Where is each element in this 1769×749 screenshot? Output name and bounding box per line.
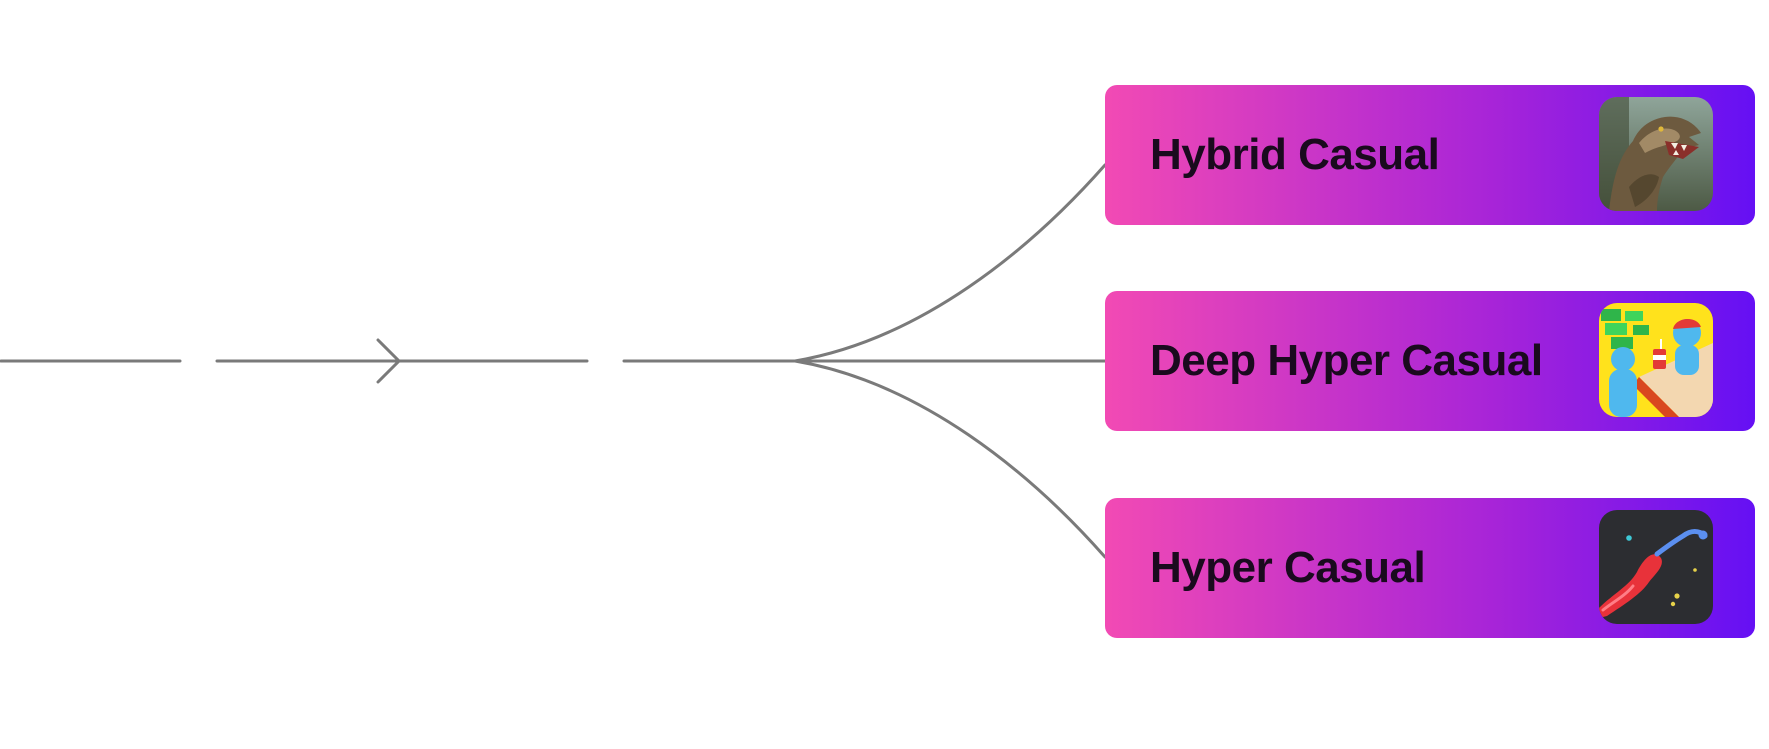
category-card-deep-hyper-casual: Deep Hyper Casual xyxy=(1105,291,1755,431)
flow-arrow-icon xyxy=(376,338,402,384)
category-label: Hyper Casual xyxy=(1150,543,1426,592)
branch-line-hybrid xyxy=(793,163,1107,363)
branch-line-hyper xyxy=(793,359,1107,559)
category-card-hyper-casual: Hyper Casual xyxy=(1105,498,1755,638)
category-card-hybrid-casual: Hybrid Casual xyxy=(1105,85,1755,225)
restaurant-game-icon xyxy=(1599,303,1713,417)
snake-game-icon xyxy=(1599,510,1713,624)
category-label: Deep Hyper Casual xyxy=(1150,336,1543,385)
category-label: Hybrid Casual xyxy=(1150,130,1440,179)
dinosaur-game-icon xyxy=(1599,97,1713,211)
